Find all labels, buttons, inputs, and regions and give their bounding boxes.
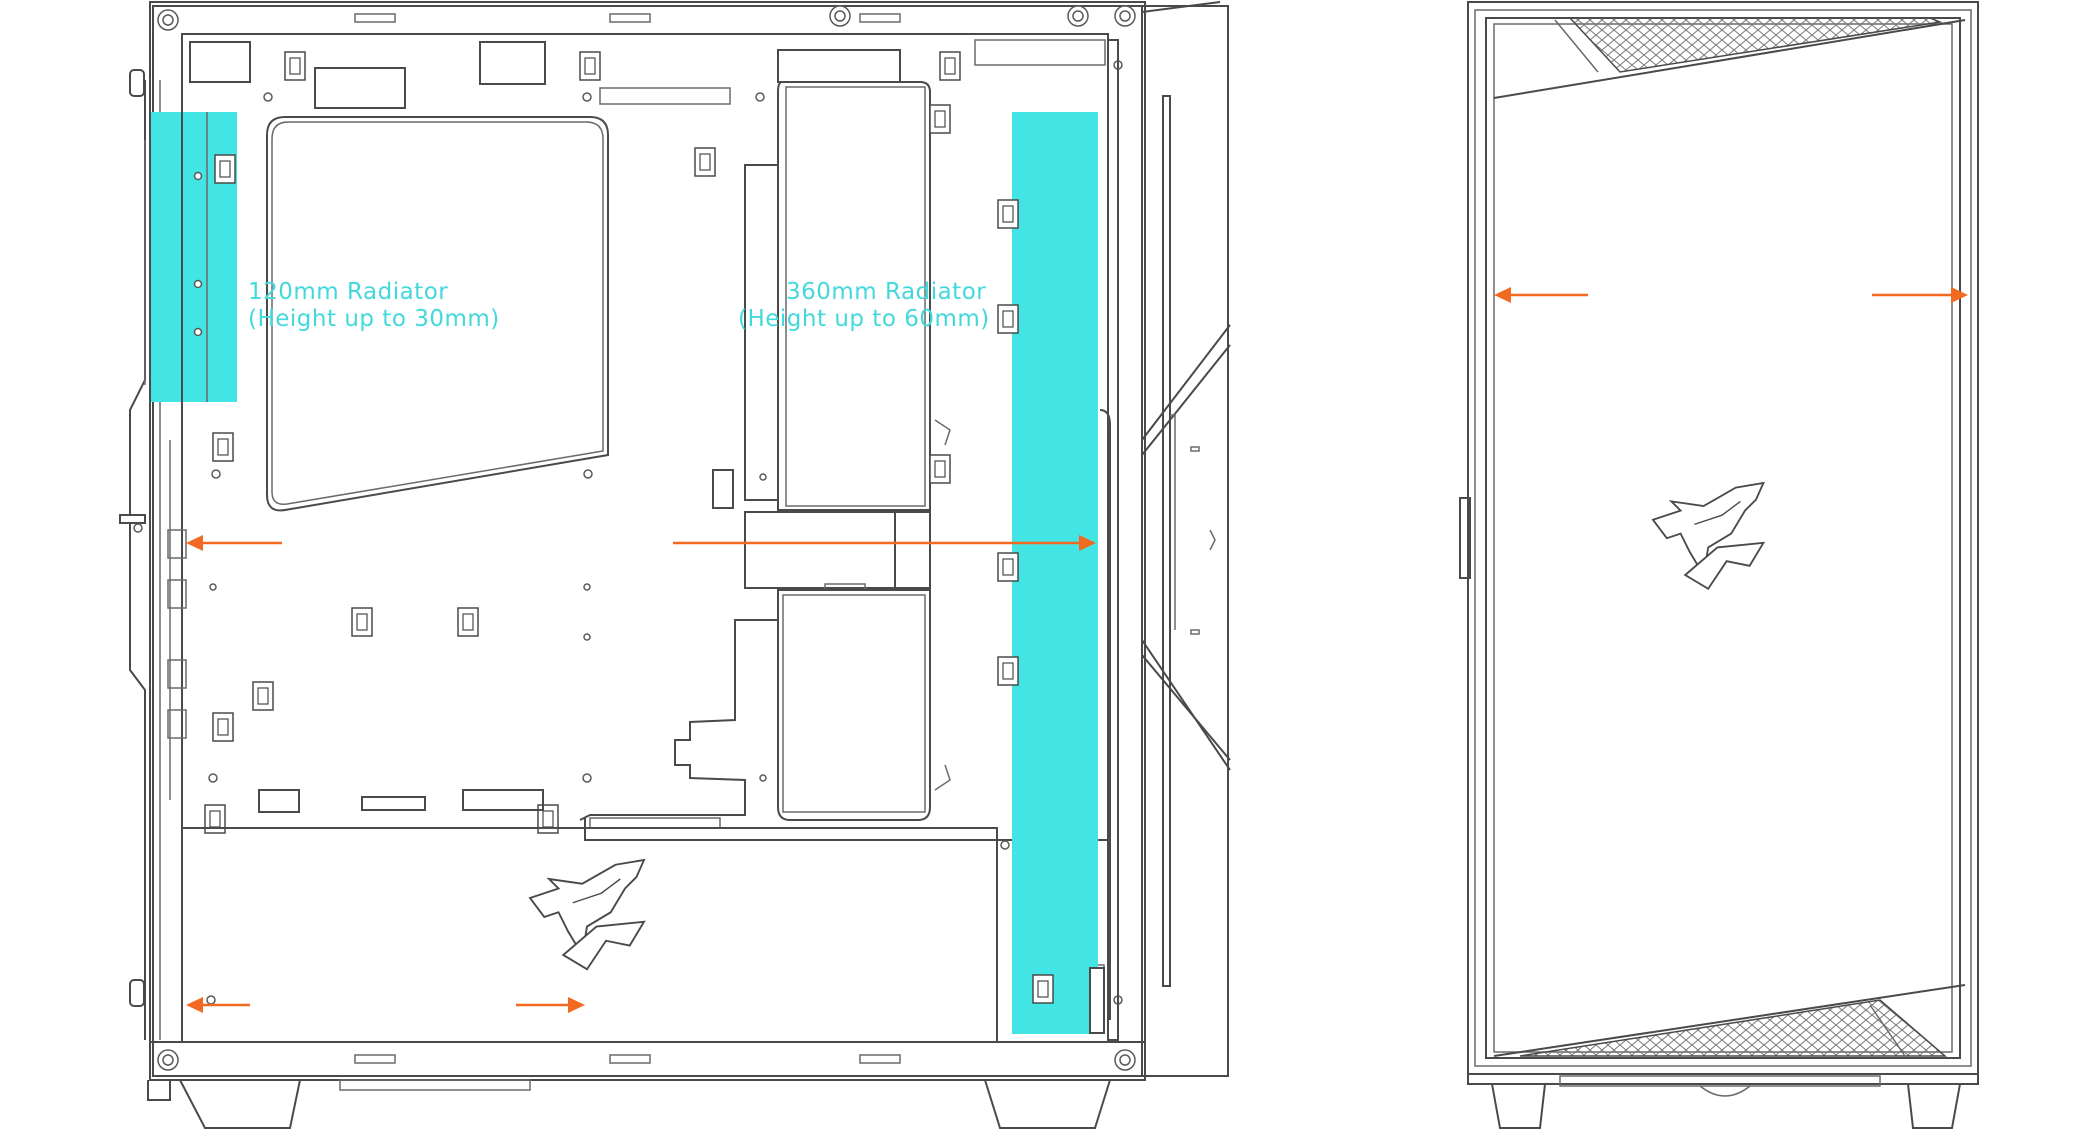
rear-fan-mount [144,112,236,402]
label-120mm-height: (Height up to 30mm) [248,306,500,332]
case-side-view: 120mm Radiator (Height up to 30mm) 360mm… [119,1,1231,1129]
aorus-eagle-logo [529,859,645,971]
label-120mm-radiator: 120mm Radiator [248,279,448,305]
front-fan-mount [997,199,1105,1034]
airflow-arrow-psu-right [516,997,585,1013]
airflow-arrow-rear-exhaust [186,535,282,551]
aorus-eagle-logo [1652,482,1765,590]
airflow-arrow-front-intake [673,535,1096,551]
case-front-view [1459,1,1979,1129]
airflow-arrow-psu-left [186,997,250,1013]
radiator-zone-360mm [1012,112,1098,1034]
label-360mm-height: (Height up to 60mm) [738,306,990,332]
label-360mm-radiator: 360mm Radiator [786,279,986,305]
airflow-arrow-front-right [1872,287,1968,303]
airflow-arrow-front-left [1494,287,1588,303]
